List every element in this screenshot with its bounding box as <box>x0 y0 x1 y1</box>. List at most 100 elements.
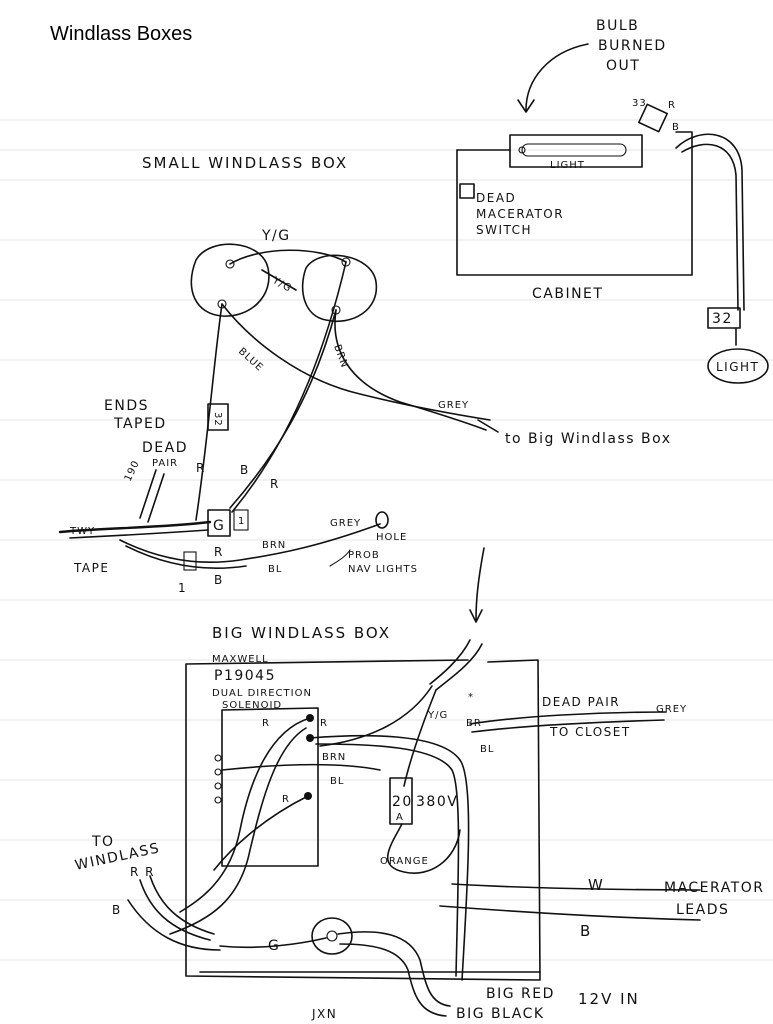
connect-arrowhead <box>469 609 483 623</box>
terminal-left <box>190 243 270 317</box>
windlass-r-lead-1 <box>179 717 311 913</box>
bl2-label: BL <box>480 744 494 755</box>
dead-pair-line2: PAIR <box>152 458 178 469</box>
light-lead-wire-a <box>675 133 745 311</box>
windlass-cable-1 <box>139 879 211 941</box>
side-terminal-link <box>221 763 381 771</box>
grey-label: GREY <box>438 400 469 411</box>
solenoid-block <box>221 707 319 867</box>
main-brn-loop <box>309 734 470 981</box>
b-label-1: B <box>240 463 250 477</box>
main-bl-loop <box>315 743 460 977</box>
r-label-3: R <box>214 545 224 559</box>
dead-pair-line1: DEAD <box>142 440 188 456</box>
fluorescent-tube <box>521 143 627 157</box>
yg-label: Y/G <box>427 710 448 721</box>
ends-taped-line1: ENDS <box>104 398 149 414</box>
fuse-holder <box>389 777 413 825</box>
dead-pair-cable-b <box>147 473 165 523</box>
r-label-2: R <box>270 477 280 491</box>
big-red-wire <box>337 931 451 1007</box>
cabinet-section: BULB BURNED OUT LIGHT 33 R B 32 LIGHT DE… <box>456 18 769 384</box>
ground-junction-post <box>326 930 338 942</box>
brn-label-2: BRN <box>262 540 286 551</box>
solenoid-line2: SOLENOID <box>222 700 282 711</box>
to-big-box-label: to Big Windlass Box <box>505 431 672 447</box>
right-lead-r <box>231 261 347 513</box>
b-label-big: B <box>112 903 122 917</box>
wire-33-label: 33 <box>632 98 647 109</box>
to-windlass-line1: TO <box>91 834 115 850</box>
rr-label: R R <box>130 865 155 879</box>
v12-label: 12V IN <box>578 990 640 1008</box>
bulb-note-line3: OUT <box>606 58 640 74</box>
side-terminal-1 <box>214 754 222 762</box>
to-closet-label: TO CLOSET <box>549 725 631 739</box>
brn-label: BRN <box>331 343 350 370</box>
fuse-20-label: 20 <box>392 794 413 810</box>
small-box-heading: SMALL WINDLASS BOX <box>142 154 348 172</box>
connect-arrow <box>475 547 485 621</box>
w-label: W <box>588 876 605 894</box>
ground-junction-ring <box>311 917 353 955</box>
fuse-a-label: A <box>396 812 404 823</box>
ruled-lines <box>0 119 773 961</box>
light-lead-wire-b <box>681 143 739 311</box>
big-box-heading: BIG WINDLASS BOX <box>212 624 391 642</box>
connector-32-label: 32 <box>212 412 223 427</box>
connector-1-lower <box>183 551 197 571</box>
br-label: BR <box>466 718 482 729</box>
dead-switch-line1: DEAD <box>476 191 516 205</box>
tape-bundle-top <box>58 520 212 534</box>
num-1a-label: 1 <box>238 516 245 527</box>
terminal-left-top-post <box>225 259 235 269</box>
page-title: Windlass Boxes <box>50 23 192 45</box>
side-terminal-2 <box>214 768 222 776</box>
bl-label: BL <box>330 776 344 787</box>
blue-wire <box>221 303 491 421</box>
yg-top-label: Y/G <box>261 228 291 244</box>
yg-diag-label: Y/G <box>270 275 294 295</box>
dead-pair-wire-a <box>469 711 667 725</box>
wire-r-label: R <box>668 100 676 111</box>
bulb-wattage-label: LIGHT <box>550 160 585 171</box>
connector-32 <box>707 307 741 329</box>
bulb-note-line2: BURNED <box>598 38 667 54</box>
small-windlass-box: SMALL WINDLASS BOX Y/G Y/G BLUE BRN GREY… <box>58 154 672 595</box>
bl-label: BL <box>268 564 282 575</box>
twy-label: TWY <box>69 526 95 537</box>
dead-switch-line3: SWITCH <box>476 223 532 237</box>
r-label-a: R <box>262 718 270 729</box>
connector-33 <box>638 103 668 133</box>
left-lead <box>195 303 223 521</box>
light-fixture <box>509 134 643 168</box>
yg-diag-link <box>261 269 297 291</box>
connector-1-upper <box>233 509 249 531</box>
macerator-b-lead <box>439 905 701 921</box>
num-1b-label: 1 <box>178 581 187 595</box>
windlass-cable-3 <box>127 899 221 951</box>
r-post3-lead <box>213 795 309 871</box>
ends-taped-line2: TAPED <box>113 416 167 432</box>
orange-wire <box>386 823 461 874</box>
big-black-label: BIG BLACK <box>456 1006 545 1022</box>
dead-switch-box <box>459 183 475 199</box>
nav-pointer <box>329 549 351 567</box>
orange-label: ORANGE <box>380 856 429 867</box>
nav-lead-wire <box>119 523 381 564</box>
tape-label: TAPE <box>73 561 109 575</box>
dead-pair-label: DEAD PAIR <box>542 695 620 709</box>
wire-32-label: 32 <box>712 311 733 327</box>
macerator-w-lead <box>451 883 701 891</box>
g-label-big: G <box>268 938 280 954</box>
r-label-c: R <box>282 794 290 805</box>
side-terminal-4 <box>214 796 222 804</box>
b-label-2: B <box>214 573 224 587</box>
grey-cable-end <box>477 419 499 433</box>
grey-label-big: GREY <box>656 704 687 715</box>
side-terminal-3 <box>214 782 222 790</box>
grey-label-2: GREY <box>330 518 361 529</box>
wire-b-label: B <box>672 122 680 133</box>
big-red-label: BIG RED <box>486 986 555 1002</box>
